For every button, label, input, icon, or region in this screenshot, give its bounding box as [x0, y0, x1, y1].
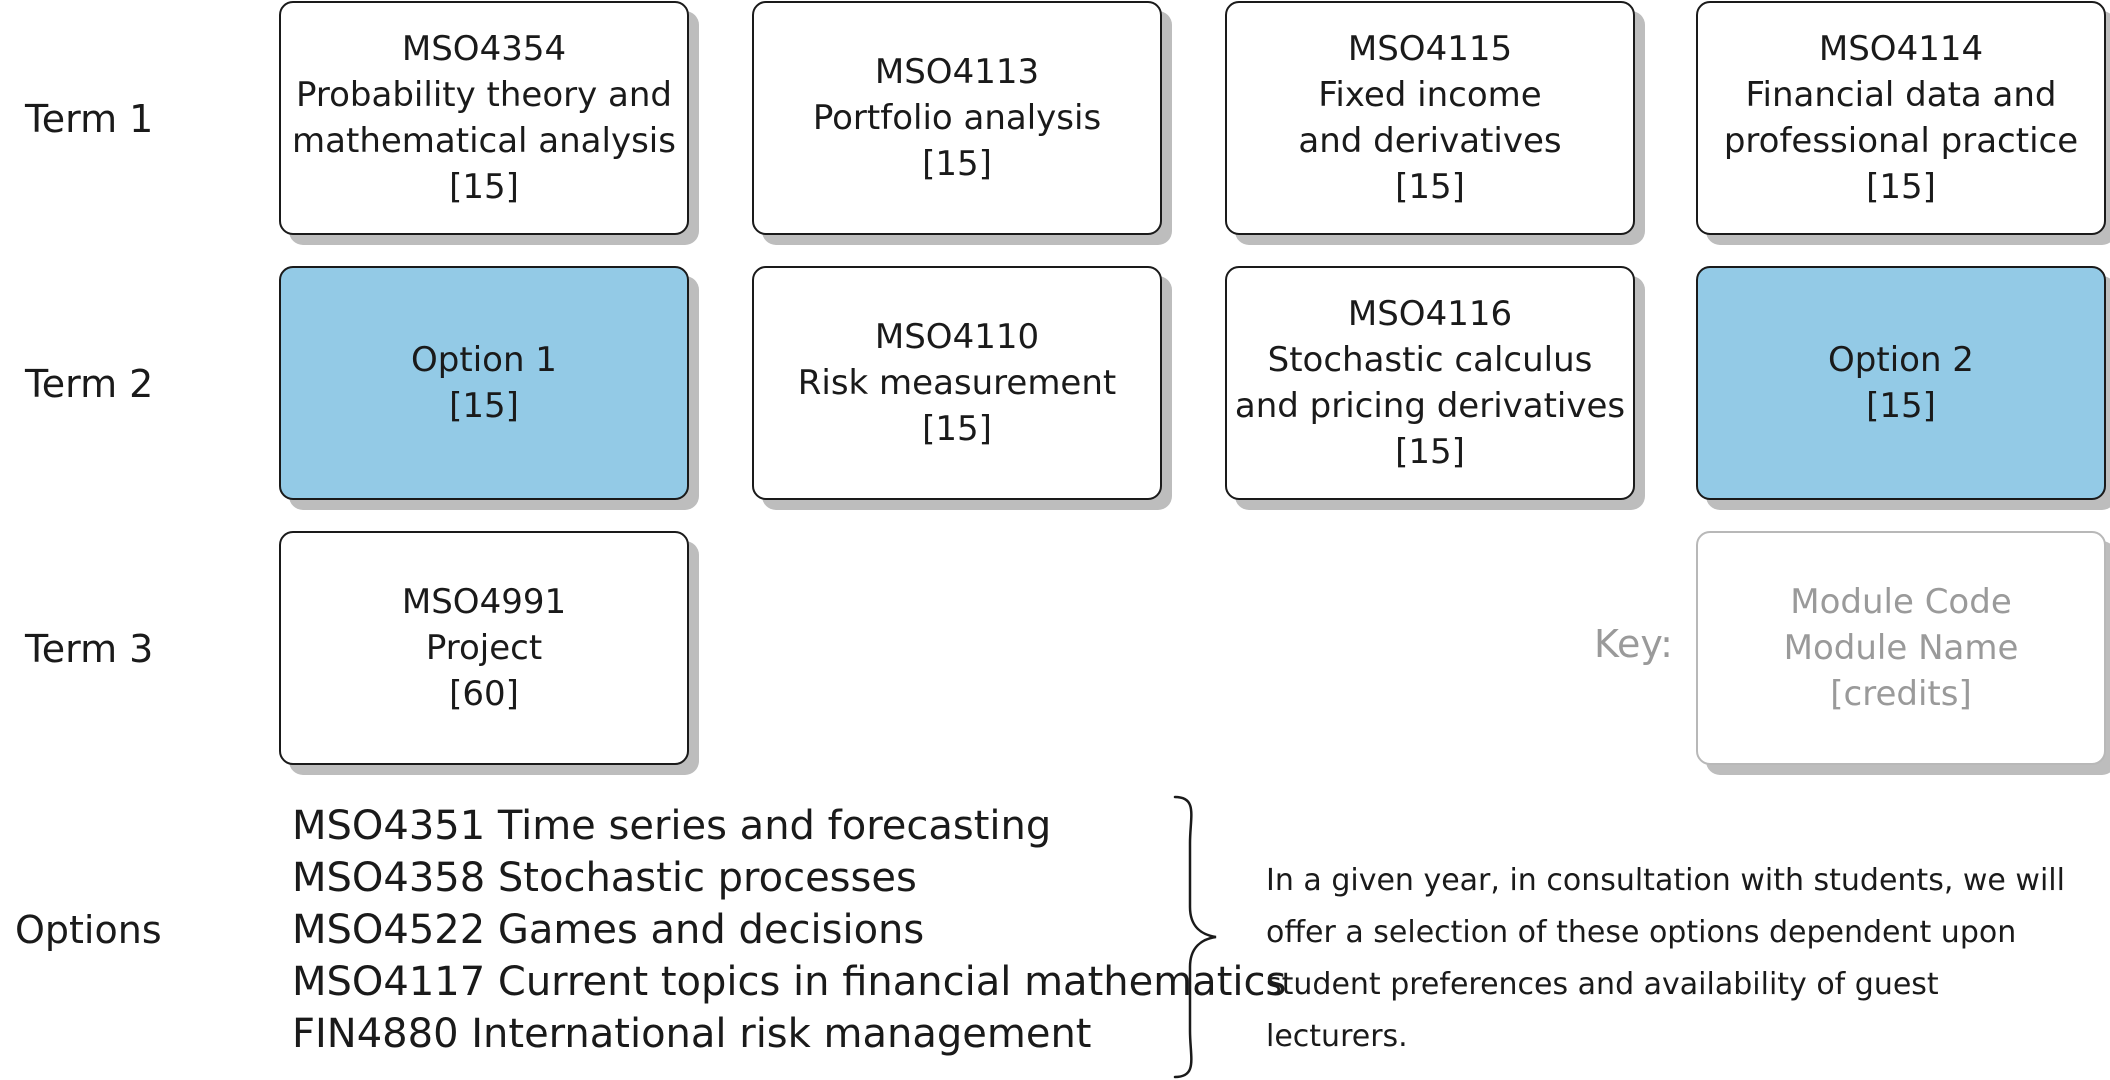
- key-code: Module Code: [1790, 582, 2012, 622]
- option-item: MSO4351 Time series and forecasting: [292, 803, 1052, 849]
- module-name-line1: Stochastic calculus: [1267, 340, 1593, 380]
- note-line: offer a selection of these options depen…: [1266, 915, 2017, 950]
- module-box-mso4115: MSO4115 Fixed income and derivatives [15…: [1225, 1, 1635, 235]
- option-1-box: Option 1 [15]: [279, 266, 689, 500]
- module-name: Portfolio analysis: [812, 98, 1102, 138]
- module-name-line1: Probability theory and: [295, 75, 672, 115]
- module-code: MSO4110: [874, 317, 1040, 357]
- module-box-mso4110: MSO4110 Risk measurement [15]: [752, 266, 1162, 500]
- note-line: In a given year, in consultation with st…: [1266, 863, 2065, 898]
- module-name-line2: professional practice: [1723, 121, 2079, 161]
- module-credits: [15]: [449, 167, 519, 207]
- module-name-line2: mathematical analysis: [292, 121, 676, 161]
- module-box-mso4113: MSO4113 Portfolio analysis [15]: [752, 1, 1162, 235]
- key-label: Key:: [1594, 622, 1673, 666]
- module-credits: [60]: [449, 674, 519, 714]
- module-code: MSO4116: [1347, 294, 1513, 334]
- module-code: MSO4114: [1818, 29, 1984, 69]
- note-line: student preferences and availability of …: [1266, 967, 1939, 1054]
- right-brace-icon: [1173, 795, 1217, 1079]
- module-name: Option 2: [1828, 340, 1974, 380]
- option-item: MSO4522 Games and decisions: [292, 907, 925, 953]
- module-code: MSO4113: [874, 52, 1040, 92]
- options-note: In a given year, in consultation with st…: [1266, 855, 2086, 1063]
- module-name-line2: and pricing derivatives: [1234, 386, 1626, 426]
- module-credits: [15]: [449, 386, 519, 426]
- module-box-mso4991: MSO4991 Project [60]: [279, 531, 689, 765]
- key-box: Module Code Module Name [credits]: [1696, 531, 2106, 765]
- module-credits: [15]: [1395, 432, 1465, 472]
- module-code: MSO4115: [1347, 29, 1513, 69]
- module-box-mso4114: MSO4114 Financial data and professional …: [1696, 1, 2106, 235]
- module-name: Project: [425, 628, 543, 668]
- module-name: Option 1: [411, 340, 557, 380]
- module-code: MSO4991: [401, 582, 567, 622]
- option-2-box: Option 2 [15]: [1696, 266, 2106, 500]
- module-credits: [15]: [1395, 167, 1465, 207]
- module-name-line1: Financial data and: [1745, 75, 2057, 115]
- module-code: MSO4354: [401, 29, 567, 69]
- module-name: Risk measurement: [797, 363, 1117, 403]
- key-name: Module Name: [1783, 628, 2019, 668]
- term-3-label: Term 3: [25, 627, 154, 671]
- term-1-label: Term 1: [25, 97, 154, 141]
- module-credits: [15]: [1866, 386, 1936, 426]
- option-item: MSO4358 Stochastic processes: [292, 855, 917, 901]
- option-item: FIN4880 International risk management: [292, 1011, 1092, 1057]
- module-name-line1: Fixed income: [1318, 75, 1542, 115]
- module-credits: [15]: [922, 409, 992, 449]
- module-box-mso4354: MSO4354 Probability theory and mathemati…: [279, 1, 689, 235]
- term-2-label: Term 2: [25, 362, 154, 406]
- option-item: MSO4117 Current topics in financial math…: [292, 959, 1287, 1005]
- key-credits: [credits]: [1830, 674, 1972, 714]
- options-label: Options: [15, 908, 162, 952]
- module-credits: [15]: [1866, 167, 1936, 207]
- module-credits: [15]: [922, 144, 992, 184]
- module-name-line2: and derivatives: [1298, 121, 1562, 161]
- module-box-mso4116: MSO4116 Stochastic calculus and pricing …: [1225, 266, 1635, 500]
- options-list: MSO4351 Time series and forecasting MSO4…: [292, 800, 1286, 1060]
